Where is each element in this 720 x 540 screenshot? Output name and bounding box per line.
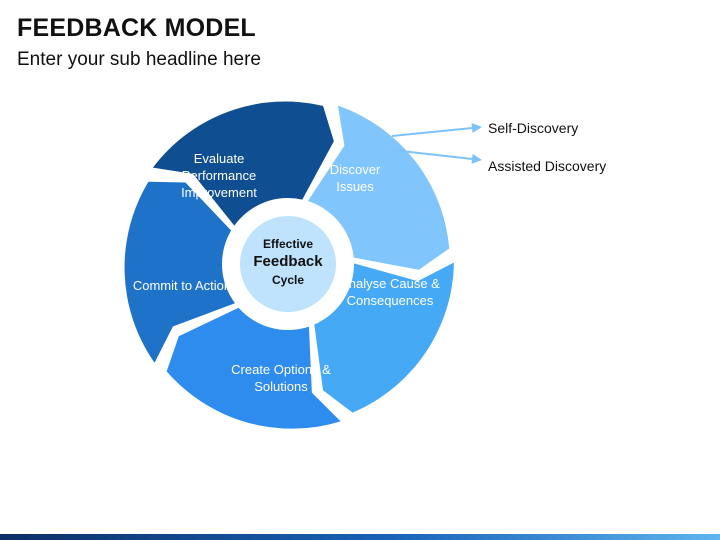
segment-label-commit: Commit to Action <box>132 278 232 293</box>
outcome-assisted-discovery: Assisted Discovery <box>488 158 607 174</box>
segment-analyse <box>314 262 454 413</box>
segment-discover <box>307 105 450 270</box>
center-label: Effective Feedback Cycle <box>246 235 330 289</box>
arrow-self-discovery-line <box>391 126 477 137</box>
arrow-self-discovery-head <box>471 123 482 133</box>
page-title: FEEDBACK MODEL <box>17 14 256 42</box>
segment-evaluate <box>152 101 334 226</box>
center-label-line2: Feedback <box>253 253 323 270</box>
arrow-assisted-discovery-line <box>391 149 477 161</box>
center-label-line1: Effective <box>262 237 314 251</box>
center-label-line3: Cycle <box>271 273 305 287</box>
arrow-assisted-discovery-head <box>471 153 482 164</box>
page-subtitle: Enter your sub headline here <box>17 49 261 70</box>
outcome-self-discovery: Self-Discovery <box>488 120 579 136</box>
center-circle <box>240 216 336 312</box>
segment-label-create: Create Options & Solutions <box>231 362 331 394</box>
segment-create <box>166 307 341 429</box>
segment-label-evaluate: Evaluate Performance Improvement <box>181 151 257 200</box>
bottom-accent-bar <box>0 534 720 540</box>
segment-commit <box>124 181 235 363</box>
segment-label-analyse: Analyse Cause & Consequences <box>340 276 440 308</box>
segment-label-discover: Discover Issues <box>329 162 381 194</box>
